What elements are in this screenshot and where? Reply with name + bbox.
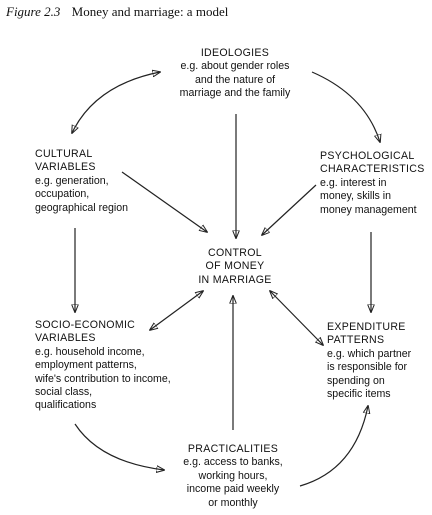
- socio-detail-3: wife's contribution to income,: [35, 372, 171, 385]
- expenditure-title-1: EXPENDITURE: [327, 321, 406, 333]
- expenditure-detail-1: e.g. which partner: [327, 347, 412, 360]
- control-title-2: OF MONEY: [205, 260, 265, 273]
- expenditure-detail-4: specific items: [327, 388, 391, 401]
- arrow-practicalities-expenditure: [299, 406, 368, 487]
- socio-title-1: SOCIO-ECONOMIC: [35, 319, 136, 331]
- figure-number: Figure 2.3: [6, 4, 61, 19]
- cultural-detail-3: geographical region: [35, 201, 129, 214]
- psychological-title-1: PSYCHOLOGICAL: [320, 150, 415, 162]
- cultural-detail-1: e.g. generation,: [35, 174, 109, 187]
- psychological-detail-3: money management: [320, 203, 417, 216]
- arrow-ideologies-cultural: [72, 72, 160, 133]
- cultural-title-1: CULTURAL: [35, 148, 93, 160]
- practicalities-detail-1: e.g. access to banks,: [183, 456, 283, 469]
- node-expenditure-patterns: EXPENDITURE PATTERNS e.g. which partner …: [327, 321, 411, 401]
- cultural-detail-2: occupation,: [35, 188, 90, 201]
- psychological-detail-2: money, skills in: [320, 190, 392, 203]
- arrow-ideologies-psychological: [311, 71, 380, 142]
- node-socio-economic-variables: SOCIO-ECONOMIC VARIABLES e.g. household …: [35, 319, 171, 413]
- expenditure-detail-2: is responsible for: [327, 361, 408, 374]
- control-title-1: CONTROL: [208, 247, 262, 259]
- expenditure-detail-3: spending on: [327, 374, 385, 387]
- arrow-socio-control: [150, 291, 203, 330]
- node-ideologies: IDEOLOGIES e.g. about gender roles and t…: [160, 47, 310, 101]
- practicalities-title: PRACTICALITIES: [187, 443, 279, 455]
- arrow-cultural-control: [121, 171, 207, 232]
- node-psychological-characteristics: PSYCHOLOGICAL CHARACTERISTICS e.g. inter…: [320, 150, 425, 217]
- socio-detail-2: employment patterns,: [35, 359, 137, 372]
- ideologies-title: IDEOLOGIES: [200, 47, 270, 59]
- practicalities-detail-3: income paid weekly: [186, 483, 280, 496]
- socio-detail-4: social class,: [35, 386, 93, 399]
- figure-caption: Figure 2.3 Money and marriage: a model: [6, 4, 228, 20]
- psychological-title-2: CHARACTERISTICS: [320, 163, 425, 176]
- node-cultural-variables: CULTURAL VARIABLES e.g. generation, occu…: [35, 148, 128, 215]
- ideologies-detail-2: and the nature of: [194, 73, 276, 86]
- node-practicalities: PRACTICALITIES e.g. access to banks, wor…: [168, 443, 298, 510]
- node-control-of-money: CONTROL OF MONEY IN MARRIAGE: [185, 247, 285, 287]
- arrow-socio-practicalities: [74, 423, 164, 470]
- psychological-detail-1: e.g. interest in: [320, 176, 387, 189]
- expenditure-title-2: PATTERNS: [327, 334, 385, 347]
- arrow-control-expenditure: [270, 291, 323, 345]
- control-title-3: IN MARRIAGE: [198, 273, 272, 286]
- practicalities-detail-4: or monthly: [208, 496, 258, 509]
- figure-title: Money and marriage: a model: [71, 4, 229, 19]
- socio-detail-1: e.g. household income,: [35, 345, 145, 358]
- cultural-title-2: VARIABLES: [35, 161, 96, 174]
- socio-title-2: VARIABLES: [35, 332, 96, 345]
- socio-detail-5: qualifications: [35, 399, 97, 412]
- practicalities-detail-2: working hours,: [198, 469, 268, 482]
- arrow-psychological-control: [262, 184, 317, 235]
- ideologies-detail-3: marriage and the family: [179, 87, 291, 100]
- ideologies-detail-1: e.g. about gender roles: [180, 60, 290, 73]
